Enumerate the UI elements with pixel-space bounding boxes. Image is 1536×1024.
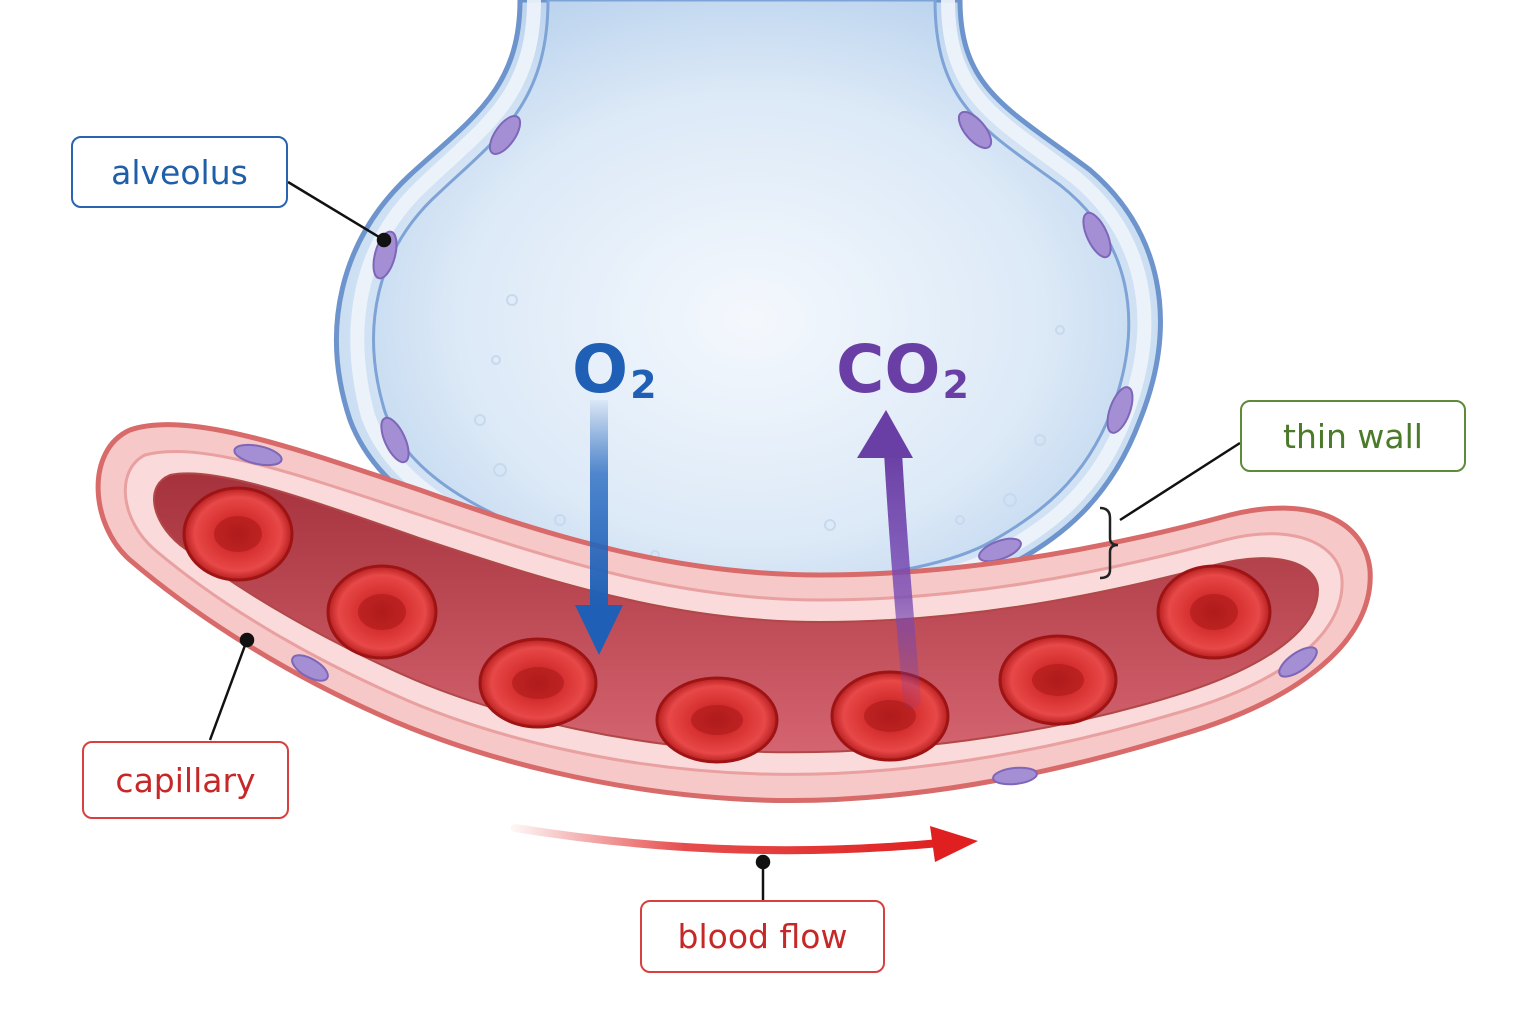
- oxygen-symbol: O: [572, 331, 629, 408]
- thin-wall-brace: [1099, 506, 1119, 580]
- carbon-dioxide-label: CO2: [836, 337, 969, 405]
- red-blood-cell: [830, 670, 950, 762]
- blood-flow-label-text: blood flow: [677, 917, 848, 956]
- thin-wall-label-text: thin wall: [1283, 416, 1423, 456]
- oxygen-label: O2: [572, 337, 657, 405]
- arrow-up-icon: [857, 410, 921, 709]
- capillary-label: capillary: [82, 741, 289, 819]
- arrow-right-icon: [511, 824, 978, 862]
- red-blood-cells: [182, 486, 1272, 764]
- alveolus-label-text: alveolus: [111, 152, 248, 192]
- blood-flow-label: blood flow: [640, 900, 885, 973]
- oxygen-subscript: 2: [630, 363, 657, 407]
- carbon-dioxide-subscript: 2: [942, 363, 969, 407]
- capillary-label-text: capillary: [115, 760, 256, 800]
- red-blood-cell: [478, 637, 598, 729]
- red-blood-cell: [998, 634, 1118, 726]
- arrow-down-icon: [575, 400, 623, 655]
- carbon-dioxide-symbol: CO: [836, 331, 941, 408]
- thin-wall-label: thin wall: [1240, 400, 1466, 472]
- red-blood-cell: [655, 676, 779, 764]
- alveolus-label: alveolus: [71, 136, 288, 208]
- red-blood-cell: [1156, 564, 1272, 660]
- leader-lines: [208, 180, 1241, 900]
- alveolus-sac: [334, 0, 1163, 612]
- red-blood-cell: [326, 564, 438, 660]
- red-blood-cell: [182, 486, 294, 582]
